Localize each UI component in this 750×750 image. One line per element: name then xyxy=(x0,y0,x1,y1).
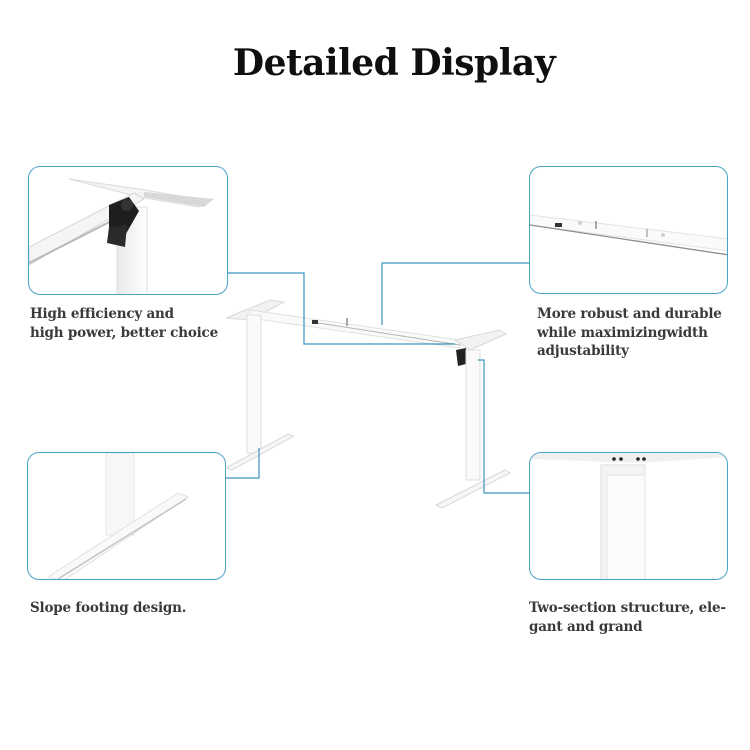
caption-line: gant and grand xyxy=(529,618,643,635)
crossbeam-detail-image xyxy=(529,166,728,294)
caption-line: high power, better choice xyxy=(30,324,218,341)
caption-line: adjustability xyxy=(537,343,629,359)
caption-line: More robust and durable xyxy=(537,306,722,322)
connector-lines xyxy=(226,262,529,494)
caption-line: Slope footing design. xyxy=(30,600,187,616)
column-caption: Two-section structure, ele- gant and gra… xyxy=(529,599,726,636)
foot-caption: Slope footing design. xyxy=(30,599,186,618)
motor-detail-image xyxy=(28,166,228,295)
crossbeam-caption: More robust and durable while maximizing… xyxy=(537,305,722,361)
caption-line: High efficiency and xyxy=(30,306,174,322)
page-title: Detailed Display xyxy=(232,42,556,84)
caption-line: while maximizingwidth xyxy=(537,324,708,341)
foot-detail-image xyxy=(27,452,226,580)
motor-caption: High efficiency and high power, better c… xyxy=(30,305,218,342)
column-detail-image xyxy=(529,452,728,580)
caption-line: Two-section structure, ele- xyxy=(529,600,726,616)
